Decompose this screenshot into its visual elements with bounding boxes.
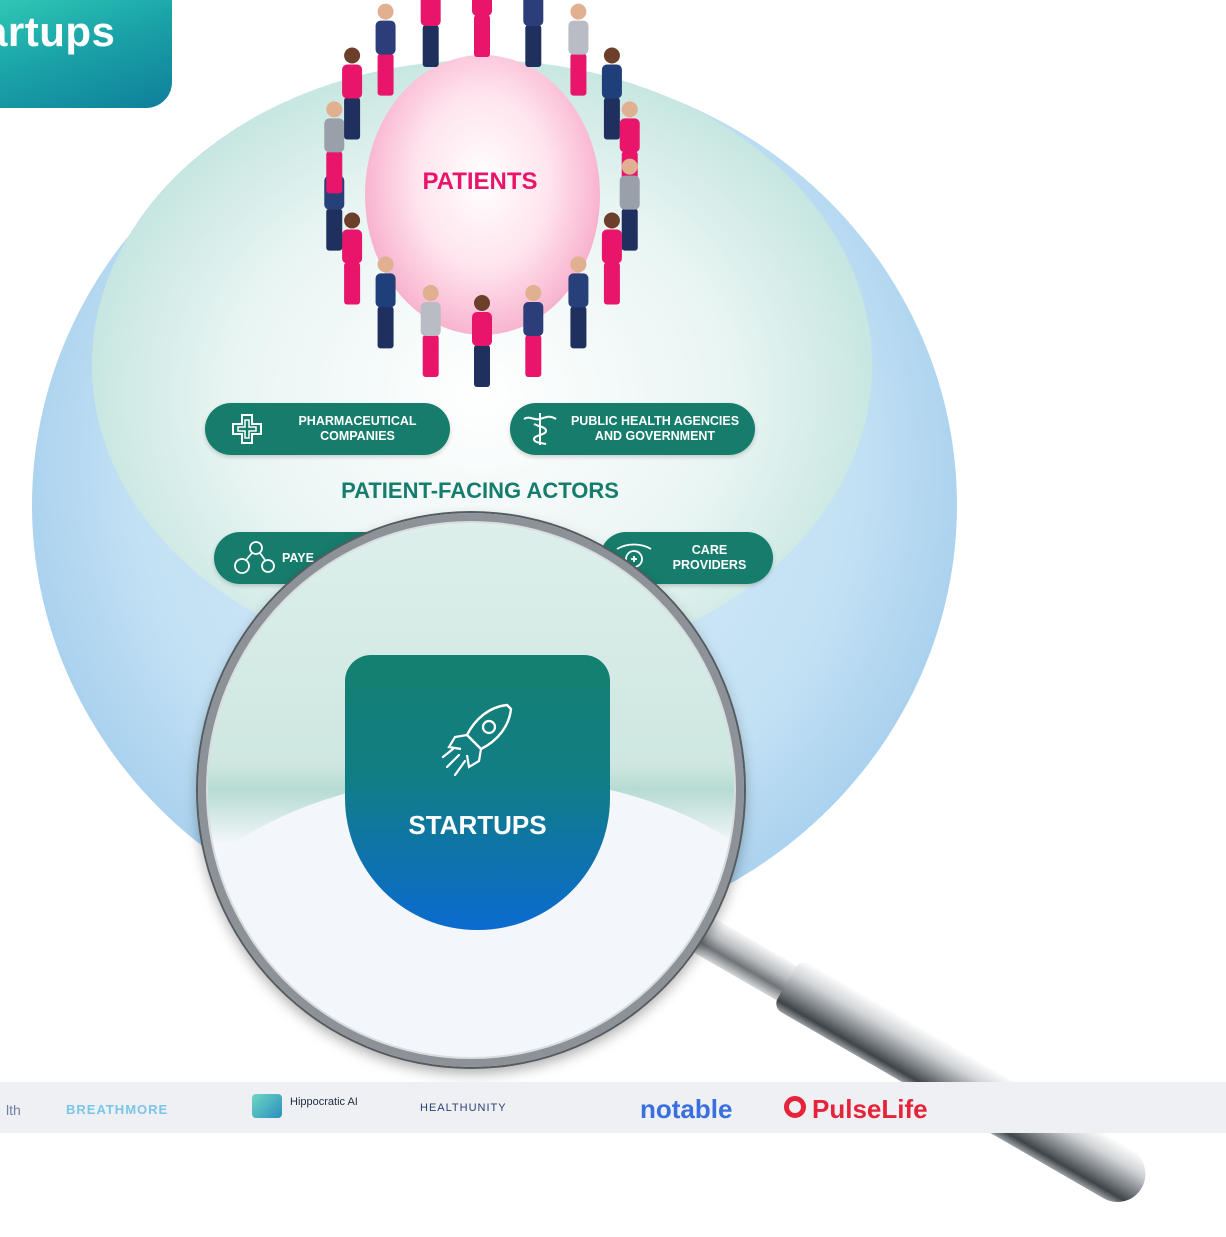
- person-figure: [568, 256, 589, 349]
- person-figure: [472, 295, 492, 387]
- person-figure: [375, 256, 396, 349]
- person-figure: [601, 47, 622, 140]
- patient-facing-actors-label: PATIENT-FACING ACTORS: [341, 478, 619, 503]
- person-figure: [324, 101, 345, 194]
- partner-logo: Hippocratic AI: [290, 1096, 358, 1108]
- actor-label: PAYE: [282, 550, 314, 565]
- hippocratic-logo-icon: [252, 1094, 282, 1118]
- person-figure: [342, 212, 363, 305]
- patients-crowd-illustration: [324, 0, 640, 387]
- partner-logo: HEALTHUNITY: [420, 1102, 507, 1114]
- magnifier-rim: [198, 513, 744, 1067]
- medical-cross-icon: [232, 414, 262, 444]
- magnifier-handle: [686, 909, 1199, 1237]
- person-figure: [342, 47, 363, 140]
- pulselife-heart-icon: [784, 1096, 806, 1118]
- payers-network-icon: [234, 541, 275, 574]
- person-figure: [523, 285, 544, 378]
- person-figure: [523, 0, 544, 67]
- partner-logos-strip: lth BREATHMORE Hippocratic AI HEALTHUNIT…: [0, 1082, 1226, 1133]
- patients-core-sphere: [365, 55, 600, 335]
- person-figure: [375, 3, 396, 96]
- patients-label: PATIENTS: [422, 168, 538, 195]
- person-figure: [472, 0, 492, 57]
- person-figure: [619, 158, 640, 251]
- person-figure: [601, 212, 622, 305]
- person-figure: [420, 0, 441, 67]
- person-figure: [568, 3, 589, 96]
- caduceus-icon: [523, 413, 557, 445]
- section-tag-text: artups: [0, 8, 116, 55]
- person-figure: [420, 285, 441, 378]
- partner-logo: PulseLife: [812, 1094, 928, 1124]
- partner-logo: lth: [6, 1102, 21, 1118]
- section-tag: artups: [0, 0, 172, 108]
- partner-logo: BREATHMORE: [66, 1102, 169, 1117]
- partner-logo: notable: [640, 1094, 733, 1124]
